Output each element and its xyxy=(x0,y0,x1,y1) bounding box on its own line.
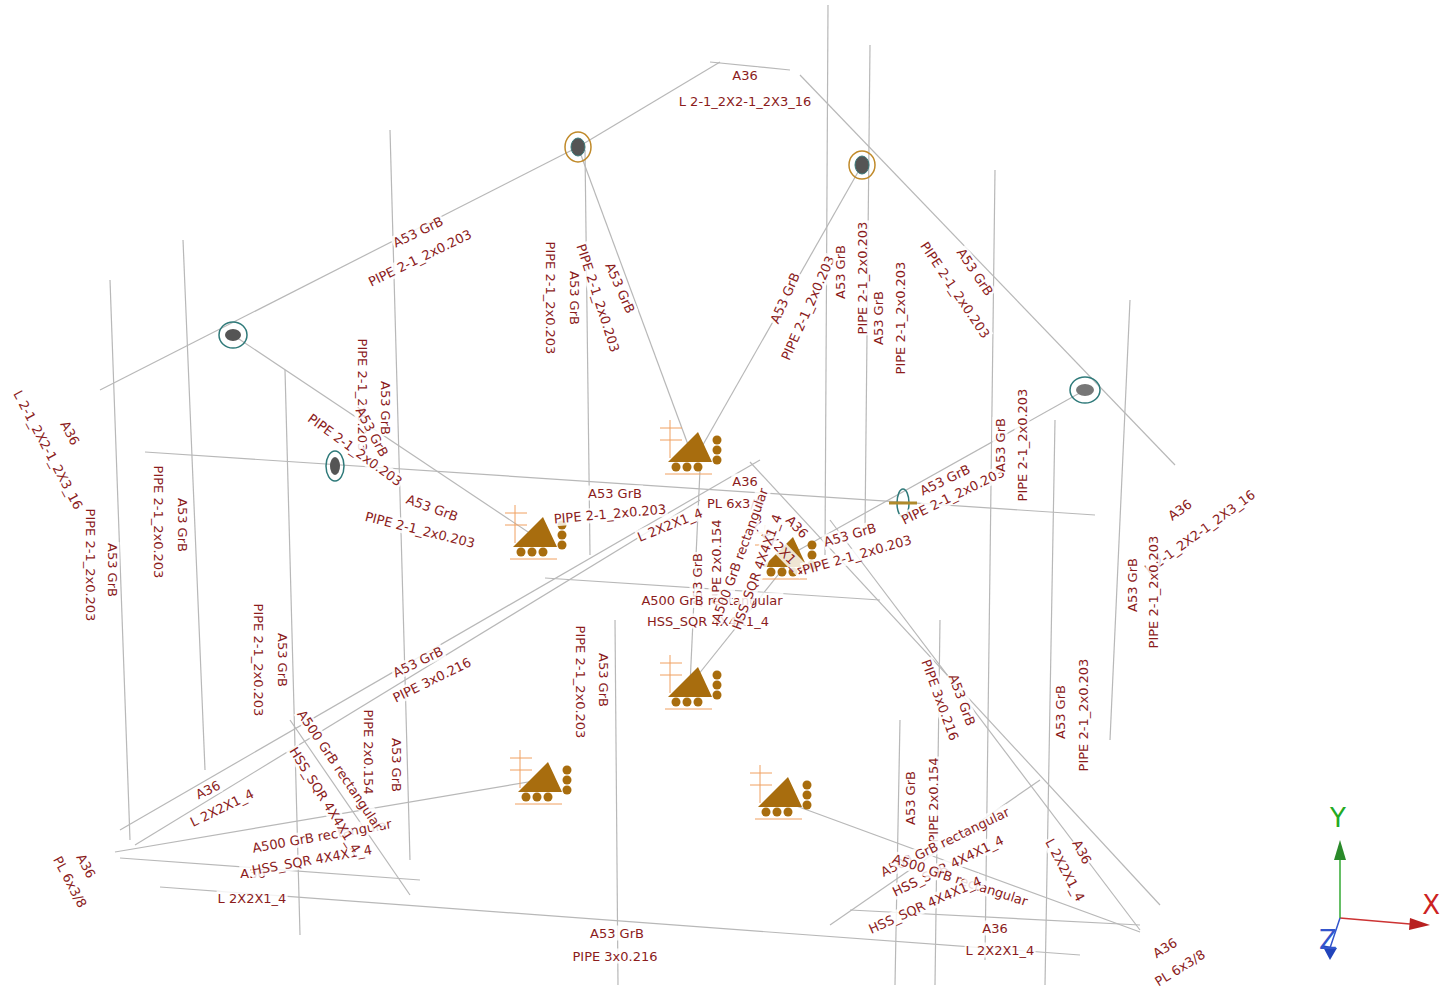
member-label: L 2X2X1_4 xyxy=(965,943,1036,958)
member-label: L 2-1_2X2-1_2X3_16 xyxy=(10,387,86,513)
member-label: A53 GrB xyxy=(105,542,120,598)
member-label: A53 GrB xyxy=(275,632,290,688)
member-label: PIPE 2x0.154 xyxy=(926,756,941,843)
member-label: A36 xyxy=(192,777,223,803)
member-label: A53 GrB xyxy=(833,244,848,300)
member-label: A53 GrB xyxy=(903,770,918,826)
member-label: HSS_SQR 4X4X1_4 xyxy=(646,614,770,629)
member-label: L 2X2X1_4 xyxy=(217,891,288,906)
member-label: PIPE 2-1_2x0.203 xyxy=(251,603,266,718)
member-label: A36 xyxy=(1069,836,1095,867)
member-label: PIPE 2-1_2x0.203 xyxy=(893,261,908,376)
member-label: A53 GrB xyxy=(587,486,643,501)
member-label: PIPE 2x0.154 xyxy=(361,708,376,795)
member-label: A36 xyxy=(57,417,83,448)
member-label: A53 GrB xyxy=(1125,557,1140,613)
member-label: PIPE 2-1_2x0.203 xyxy=(543,241,558,356)
member-label: A53 GrB xyxy=(567,270,582,326)
hinge-markers xyxy=(219,132,1100,517)
member-label: PIPE 2-1_2x0.203 xyxy=(855,221,870,336)
member-label: L 2-1_2X2-1_2X3_16 xyxy=(678,94,813,109)
member-label: PIPE 2-1_2x0.203 xyxy=(83,508,98,623)
member-lines xyxy=(100,5,1175,985)
member-label: PIPE 2-1_2x0.203 xyxy=(1146,535,1161,650)
member-label: A53 GrB xyxy=(389,737,404,793)
member-label: PIPE 2-1_2x0.203 xyxy=(573,625,588,740)
member-label: PIPE 2-1_2x0.203 xyxy=(151,465,166,580)
member-label: PIPE 3x0.216 xyxy=(571,949,658,964)
member-label: A36 xyxy=(1149,934,1180,961)
axis-letter: Y xyxy=(1329,804,1347,832)
member-label: A53 GrB xyxy=(871,290,886,346)
axis-letter: Z xyxy=(1318,926,1338,954)
member-label: A53 GrB xyxy=(589,926,645,941)
member-label: A36 xyxy=(731,68,758,83)
support-symbols xyxy=(505,420,817,819)
axis-triad xyxy=(1322,840,1430,960)
member-label: A36 xyxy=(73,850,99,881)
member-label: A53 GrB xyxy=(1053,684,1068,740)
member-label: A36 xyxy=(981,921,1008,936)
member-label: A53 GrB xyxy=(993,417,1008,473)
member-label: A36 xyxy=(731,474,758,489)
member-label: A36 xyxy=(1164,496,1195,524)
member-label: A53 GrB xyxy=(175,497,190,553)
member-label: PIPE 2-1_2x0.203 xyxy=(1076,658,1091,773)
member-label: PIPE 2-1_2x0.203 xyxy=(362,509,477,551)
member-label: A53 GrB xyxy=(378,380,393,436)
axis-letter: X xyxy=(1421,891,1441,919)
member-label: A36 xyxy=(782,512,812,542)
member-label: A500 GrB rectangular xyxy=(640,593,783,608)
member-label: A53 GrB xyxy=(596,652,611,708)
member-label: PIPE 2-1_2x0.203 xyxy=(1015,388,1030,503)
